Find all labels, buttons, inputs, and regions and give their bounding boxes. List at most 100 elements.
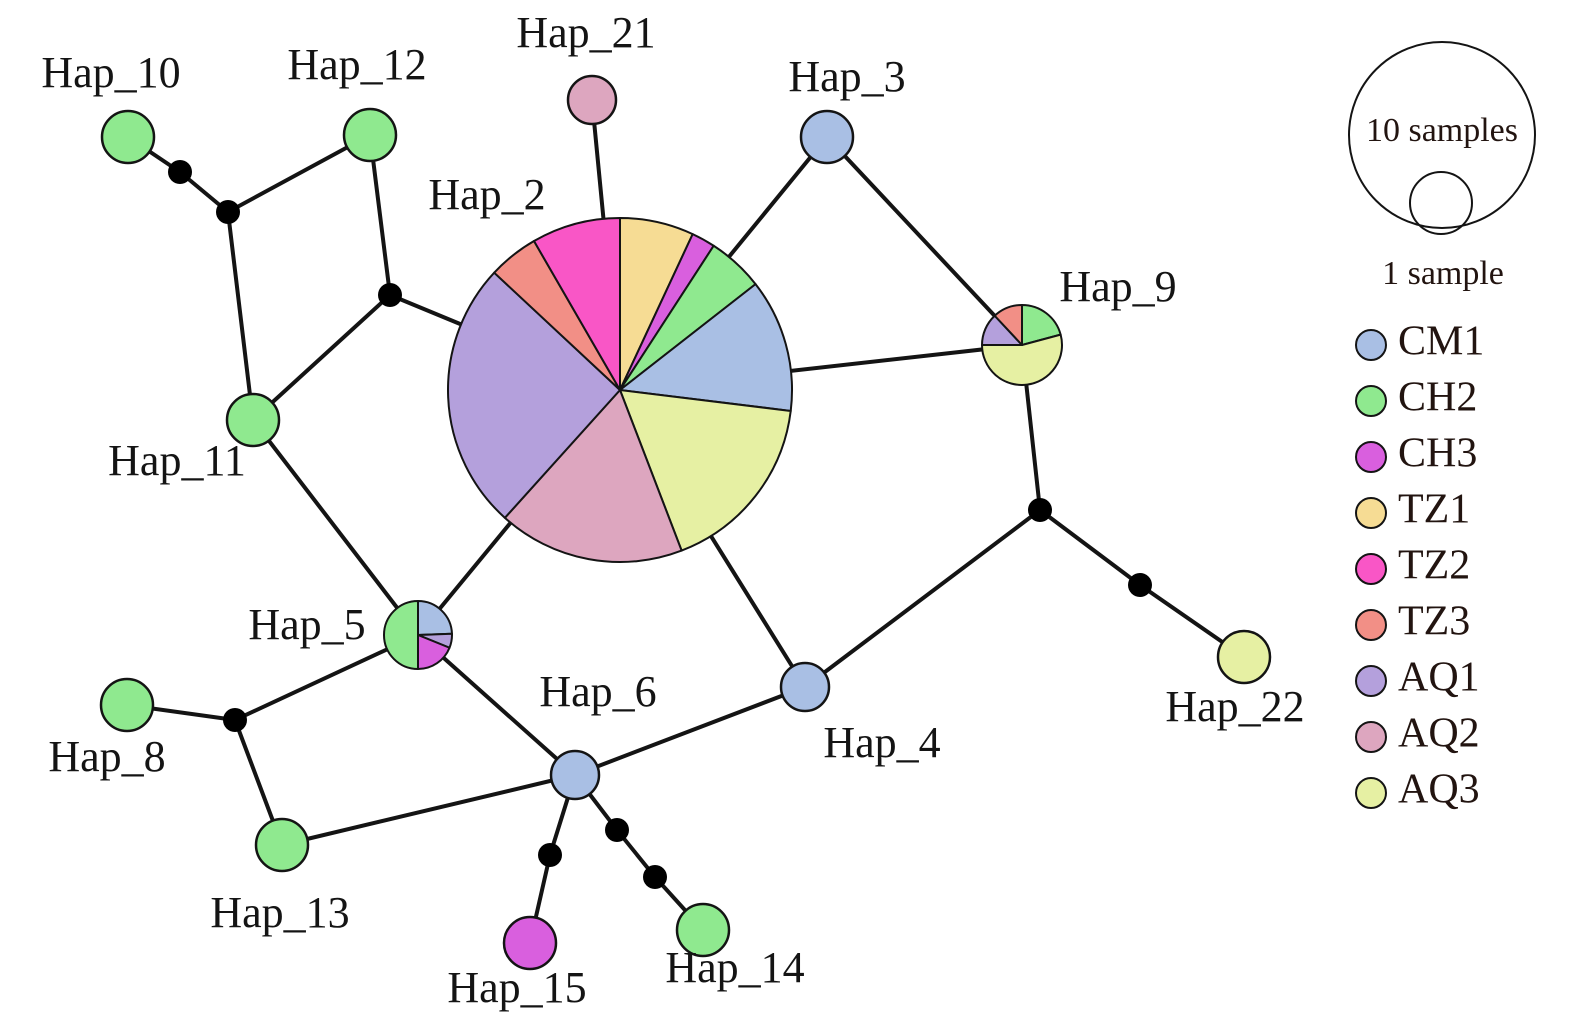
- median-vector-mv9: [643, 865, 667, 889]
- legend-swatch-AQ1: [1355, 665, 1387, 697]
- legend-item-CH2: CH2: [1355, 375, 1477, 421]
- node-Hap_14: [675, 902, 731, 958]
- legend-item-AQ3: AQ3: [1355, 767, 1480, 813]
- median-vector-mv7: [538, 843, 562, 867]
- node-Hap_22: [1216, 629, 1272, 685]
- node-Hap_8: [99, 677, 155, 733]
- legend-size-large-label: 10 samples: [1366, 112, 1518, 149]
- legend-swatch-CM1: [1355, 329, 1387, 361]
- legend-label-TZ2: TZ2: [1398, 543, 1470, 589]
- legend-label-TZ1: TZ1: [1398, 487, 1470, 533]
- legend-size-small-label: 1 sample: [1382, 255, 1504, 292]
- edge-Hap_3-Hap_9: [825, 135, 1024, 347]
- node-circle-Hap_4: [779, 661, 831, 713]
- node-Hap_21: [566, 74, 618, 126]
- node-label-Hap_4: Hap_4: [823, 718, 940, 767]
- node-circle-Hap_22: [1216, 629, 1272, 685]
- node-label-Hap_13: Hap_13: [210, 888, 349, 937]
- legend-size-small-circle: [1409, 171, 1473, 235]
- node-Hap_11: [225, 392, 281, 448]
- legend-swatch-AQ3: [1355, 777, 1387, 809]
- node-Hap_2: [447, 217, 794, 564]
- node-label-Hap_5: Hap_5: [248, 600, 365, 649]
- legend-item-AQ1: AQ1: [1355, 655, 1480, 701]
- node-Hap_10: [100, 109, 156, 165]
- legend-label-CH3: CH3: [1398, 431, 1477, 477]
- node-label-Hap_6: Hap_6: [539, 667, 656, 716]
- median-vector-mv5: [1028, 498, 1052, 522]
- legend-swatch-TZ2: [1355, 553, 1387, 585]
- node-circle-Hap_8: [99, 677, 155, 733]
- median-vector-mv4: [223, 708, 247, 732]
- node-Hap_9: [981, 304, 1063, 386]
- node-label-Hap_10: Hap_10: [41, 48, 180, 97]
- legend-item-CH3: CH3: [1355, 431, 1477, 477]
- median-vector-mv6: [1128, 573, 1152, 597]
- legend: 10 samples 1 sampleCM1CH2CH3TZ1TZ2TZ3AQ1A…: [1348, 41, 1536, 813]
- node-label-Hap_22: Hap_22: [1165, 682, 1304, 731]
- edge-mv5-mv6: [1038, 508, 1142, 587]
- edge-Hap_5-Hap_6: [416, 633, 577, 777]
- node-circle-Hap_21: [566, 74, 618, 126]
- pie-slice-Hap_9-AQ3: [981, 333, 1063, 386]
- pie-slice-Hap_5-CH2: [383, 600, 419, 670]
- legend-label-CM1: CM1: [1398, 319, 1484, 365]
- legend-swatch-TZ1: [1355, 497, 1387, 529]
- legend-item-TZ2: TZ2: [1355, 543, 1470, 589]
- edge-mv3-Hap_11: [251, 293, 392, 422]
- pie-slice-Hap_5-CM1: [417, 600, 453, 636]
- pie-slice-Hap_9-TZ3: [993, 304, 1023, 346]
- legend-item-CM1: CM1: [1355, 319, 1484, 365]
- node-label-Hap_8: Hap_8: [48, 732, 165, 781]
- node-Hap_5: [383, 600, 453, 670]
- node-label-Hap_3: Hap_3: [788, 52, 905, 101]
- legend-label-AQ1: AQ1: [1398, 655, 1480, 701]
- median-vector-mv2: [216, 200, 240, 224]
- median-vector-mv3: [378, 283, 402, 307]
- edge-Hap_4-mv5: [803, 508, 1042, 689]
- legend-item-AQ2: AQ2: [1355, 711, 1480, 757]
- legend-label-AQ3: AQ3: [1398, 767, 1480, 813]
- node-circle-Hap_12: [342, 107, 398, 163]
- node-label-Hap_11: Hap_11: [108, 436, 246, 485]
- edge-Hap_13-Hap_6: [280, 773, 577, 847]
- median-vector-mv8: [605, 818, 629, 842]
- node-label-Hap_21: Hap_21: [516, 8, 655, 57]
- pie-slice-Hap_2-AQ2: [503, 389, 683, 564]
- legend-label-AQ2: AQ2: [1398, 711, 1480, 757]
- pie-slice-Hap_2-AQ1: [447, 271, 621, 519]
- edge-Hap_11-Hap_5: [251, 418, 420, 637]
- node-circle-Hap_13: [254, 817, 310, 873]
- legend-swatch-TZ3: [1355, 609, 1387, 641]
- pie-slice-Hap_9-CH2: [1021, 304, 1062, 346]
- node-Hap_15: [502, 915, 558, 971]
- nodes-layer: [99, 74, 1272, 971]
- node-Hap_12: [342, 107, 398, 163]
- node-circle-Hap_6: [549, 749, 601, 801]
- node-label-Hap_2: Hap_2: [428, 170, 545, 219]
- edge-Hap_6-Hap_4: [573, 685, 807, 777]
- legend-size-large-circle: [1348, 41, 1536, 229]
- legend-item-TZ1: TZ1: [1355, 487, 1470, 533]
- legend-item-TZ3: TZ3: [1355, 599, 1470, 645]
- legend-label-TZ3: TZ3: [1398, 599, 1470, 645]
- edge-mv2-Hap_11: [226, 210, 255, 422]
- node-circle-Hap_14: [675, 902, 731, 958]
- pie-slice-Hap_2-TZ2: [533, 217, 621, 391]
- legend-swatch-CH2: [1355, 385, 1387, 417]
- node-Hap_3: [799, 109, 855, 165]
- node-Hap_13: [254, 817, 310, 873]
- node-label-Hap_14: Hap_14: [665, 943, 804, 992]
- node-Hap_6: [549, 749, 601, 801]
- node-circle-Hap_15: [502, 915, 558, 971]
- median-vector-mv1: [168, 160, 192, 184]
- node-circle-Hap_11: [225, 392, 281, 448]
- legend-swatch-AQ2: [1355, 721, 1387, 753]
- node-circle-Hap_3: [799, 109, 855, 165]
- pie-slice-Hap_2-AQ3: [619, 389, 792, 552]
- pie-slice-Hap_2-CM1: [619, 283, 794, 412]
- node-label-Hap_12: Hap_12: [287, 40, 426, 89]
- node-label-Hap_15: Hap_15: [447, 963, 586, 1012]
